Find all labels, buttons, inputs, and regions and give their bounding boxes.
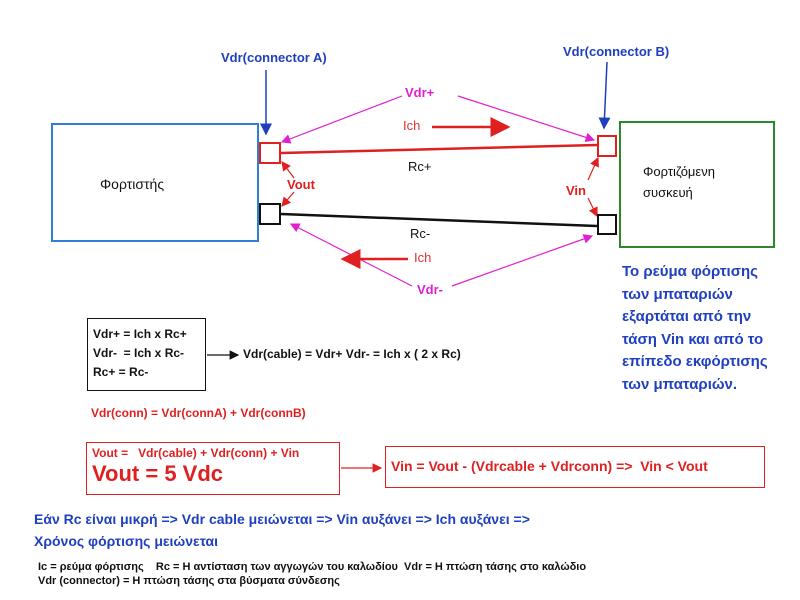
vin-to-minus-arrow bbox=[587, 197, 598, 218]
equation-line: Vdr- = Ich x Rc- bbox=[93, 346, 185, 360]
note-line: των μπαταριών. bbox=[622, 375, 738, 393]
connector-b-arrow bbox=[598, 61, 611, 130]
rc-minus-label: Rc- bbox=[410, 226, 431, 241]
equation-box: Vdr+ = Ich x Rc+ Vdr- = Ich x Rc- Rc+ = … bbox=[87, 318, 206, 391]
vin-label: Vin bbox=[566, 183, 586, 198]
vdr-plus-label: Vdr+ bbox=[405, 85, 435, 100]
connector-a-minus bbox=[259, 203, 281, 225]
rc-plus-label: Rc+ bbox=[408, 159, 432, 174]
vdr-minus-label: Vdr- bbox=[417, 282, 443, 297]
connector-a-plus bbox=[259, 142, 281, 164]
vdr-minus-left-arrow bbox=[289, 223, 413, 287]
vdr-plus-right-arrow bbox=[457, 95, 596, 142]
connector-a-label: Vdr(connector A) bbox=[221, 50, 327, 65]
conclusion-line1: Εάν Rc είναι μικρή => Vdr cable μειώνετα… bbox=[34, 511, 530, 527]
vout-to-minus-arrow bbox=[281, 191, 295, 207]
note-line: επίπεδο εκφόρτισης bbox=[622, 353, 768, 370]
charger-label: Φορτιστής bbox=[100, 176, 165, 192]
connector-b-plus bbox=[597, 135, 617, 157]
ich-bottom-label: Ich bbox=[414, 250, 432, 265]
conclusion-line2: Χρόνος φόρτισης μειώνεται bbox=[34, 533, 219, 549]
negative-cable bbox=[280, 212, 598, 228]
vout-value: Vout = 5 Vdc bbox=[92, 461, 224, 486]
footnote-line2: Vdr (connector) = Η πτώση τάσης στα βύσμ… bbox=[38, 575, 340, 587]
device-label-line2: συσκευή bbox=[643, 185, 693, 200]
vin-formula: Vin = Vout - (Vdrcable + Vdrconn) => Vin… bbox=[391, 458, 708, 474]
vin-to-plus-arrow bbox=[587, 156, 599, 181]
connector-b-minus bbox=[597, 214, 617, 235]
vin-box: Vin = Vout - (Vdrcable + Vdrconn) => Vin… bbox=[385, 446, 765, 488]
charger-box bbox=[51, 123, 259, 242]
vdr-plus-left-arrow bbox=[280, 95, 403, 144]
equation-line: Vdr+ = Ich x Rc+ bbox=[93, 327, 187, 341]
charging-note: Το ρεύμα φόρτισης των μπαταριών εξαρτάτα… bbox=[622, 261, 768, 396]
connector-drop-equation: Vdr(conn) = Vdr(connA) + Vdr(connB) bbox=[91, 406, 306, 420]
vout-box: Vout = Vdr(cable) + Vdr(conn) + Vin Vout… bbox=[86, 442, 340, 495]
vout-formula: Vout = Vdr(cable) + Vdr(conn) + Vin bbox=[92, 446, 300, 460]
note-line: τάση Vin και από το bbox=[622, 330, 764, 348]
vout-to-plus-arrow bbox=[281, 161, 295, 179]
device-box bbox=[619, 121, 775, 248]
vout-label: Vout bbox=[287, 177, 315, 192]
equation-line: Rc+ = Rc- bbox=[93, 365, 149, 379]
cable-drop-equation: Vdr(cable) = Vdr+ Vdr- = Ich x ( 2 x Rc) bbox=[243, 347, 461, 361]
footnote-line1: Ic = ρεύμα φόρτισης Rc = Η αντίσταση των… bbox=[38, 561, 587, 573]
device-label-line1: Φορτιζόμενη bbox=[643, 164, 715, 179]
note-line: Το ρεύμα φόρτισης bbox=[622, 263, 758, 280]
vdr-minus-right-arrow bbox=[451, 234, 594, 287]
note-line: των μπαταριών bbox=[622, 285, 733, 303]
positive-cable bbox=[280, 143, 598, 155]
connector-b-label: Vdr(connector B) bbox=[563, 44, 670, 59]
note-line: εξαρτάται από την bbox=[622, 308, 752, 325]
ich-top-label: Ich bbox=[403, 118, 421, 133]
